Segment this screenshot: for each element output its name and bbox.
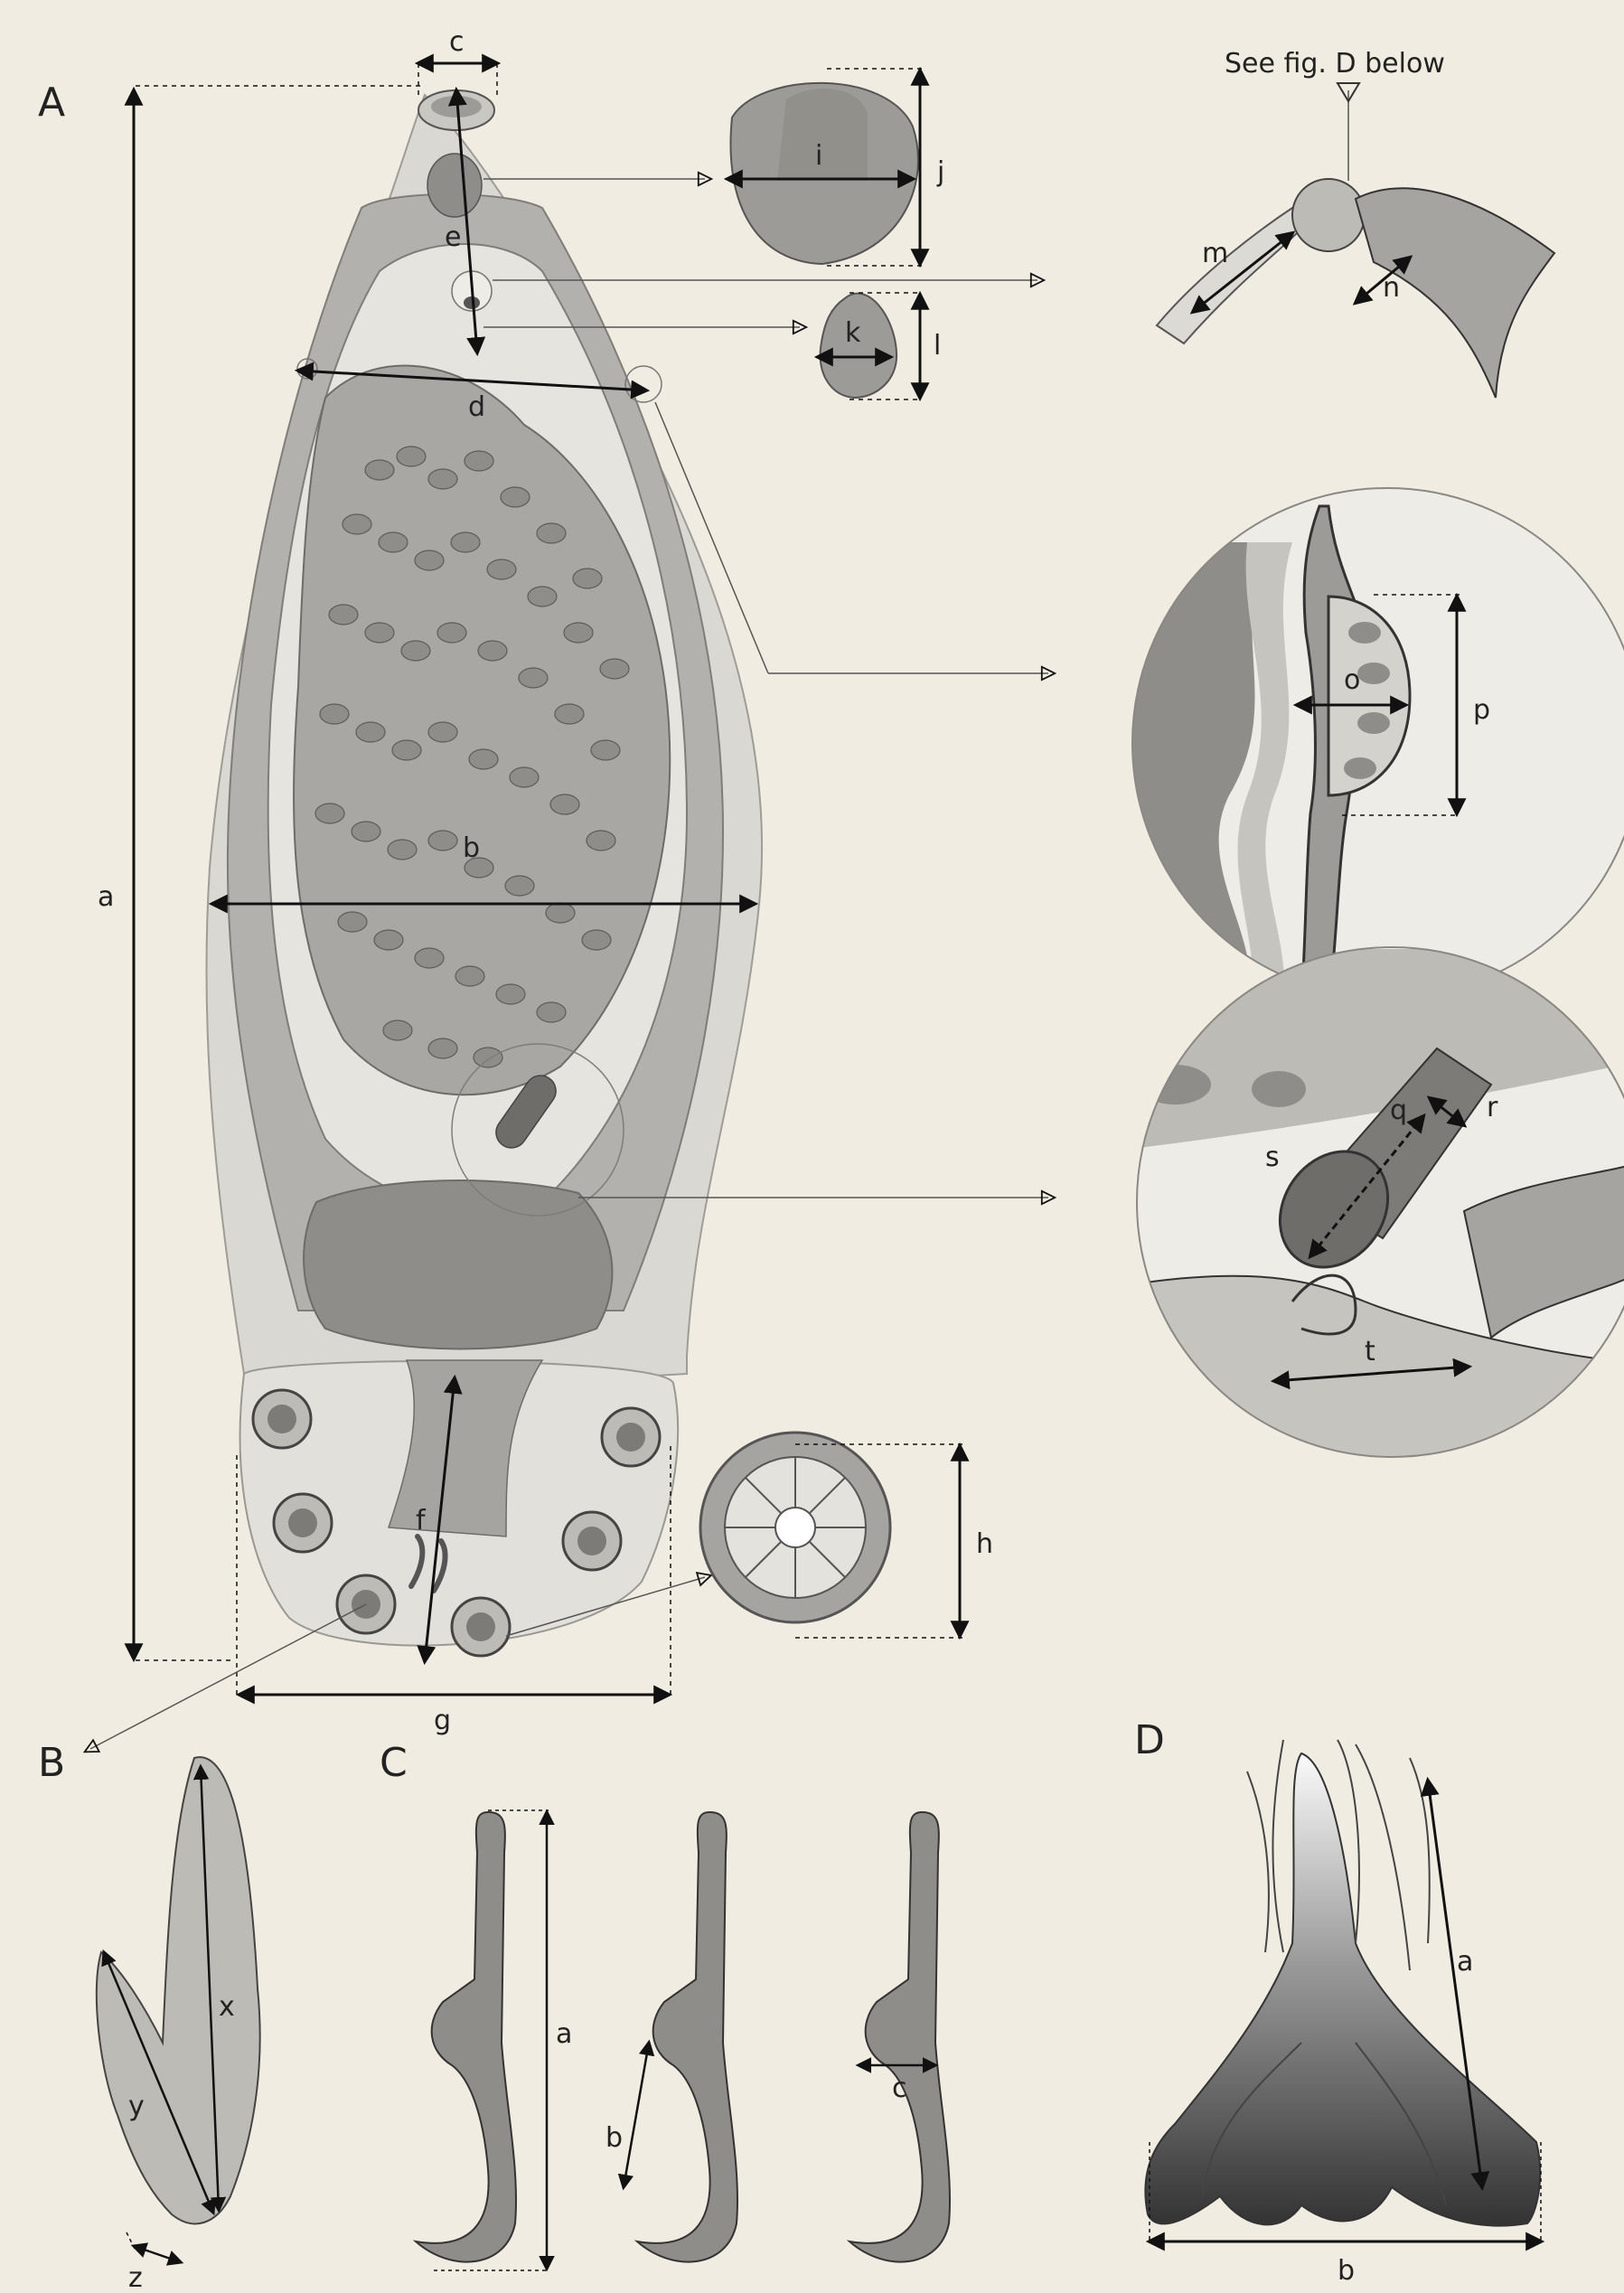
haptor-sucker-2 [602,1408,660,1466]
label-e: e [445,221,461,253]
inset-egg [818,293,922,399]
label-b: b [463,832,480,864]
panel-a-body [206,90,762,1656]
hook-2 [637,1812,737,2262]
papilla-right [625,366,662,402]
inset-oral-sucker [728,69,922,266]
inset-haptoral-sucker [700,1433,962,1638]
panel-label-d: D [1134,1717,1165,1763]
leader-panel-b [90,1604,366,1749]
label-a: a [98,881,114,913]
label-s: s [1265,1142,1280,1173]
label-d-b: b [1338,2255,1355,2287]
panel-b-spine [97,1757,260,2262]
label-d: d [468,391,485,423]
haptor-sucker-6 [452,1598,510,1656]
label-b-x: x [219,1991,235,2023]
label-j: j [936,156,944,188]
posterior-mass [304,1180,612,1349]
label-r: r [1487,1092,1498,1123]
label-b-z: z [128,2262,143,2293]
haptor-sucker-3 [274,1494,332,1552]
label-i: i [815,140,822,172]
panel-label-a: A [38,80,65,126]
pharynx [427,154,482,217]
inset-circle-reproductive [1130,947,1624,1464]
panel-d-spines [1145,1740,1540,2226]
panel-c-hooks [416,1812,950,2262]
label-c-a: a [556,2018,572,2050]
label-q: q [1390,1095,1407,1126]
label-f: f [416,1505,427,1536]
haptor-sucker-4 [563,1512,621,1570]
label-n: n [1383,272,1400,304]
label-l: l [934,330,941,362]
inset-spine-base [1157,179,1554,398]
hook-3 [850,1812,950,2262]
haptor-sucker-1 [253,1390,311,1448]
label-c-c: c [892,2072,907,2104]
label-k: k [845,317,861,349]
panel-label-b: B [38,1740,65,1786]
label-t: t [1365,1336,1375,1367]
panel-label-c: C [380,1740,408,1786]
hook-1 [416,1812,516,2262]
label-c-b: b [605,2122,623,2154]
label-o: o [1344,664,1360,696]
label-b-y: y [128,2091,145,2122]
label-m: m [1202,238,1228,269]
label-p: p [1473,694,1490,726]
spine-cluster [1145,1753,1540,2226]
inset-circle-papilla [1130,488,1624,1003]
label-d-a: a [1457,1946,1473,1978]
label-g: g [434,1705,451,1736]
label-h: h [976,1528,993,1560]
see-fig-d-note: See fig. D below [1225,48,1445,80]
label-c: c [449,26,465,58]
